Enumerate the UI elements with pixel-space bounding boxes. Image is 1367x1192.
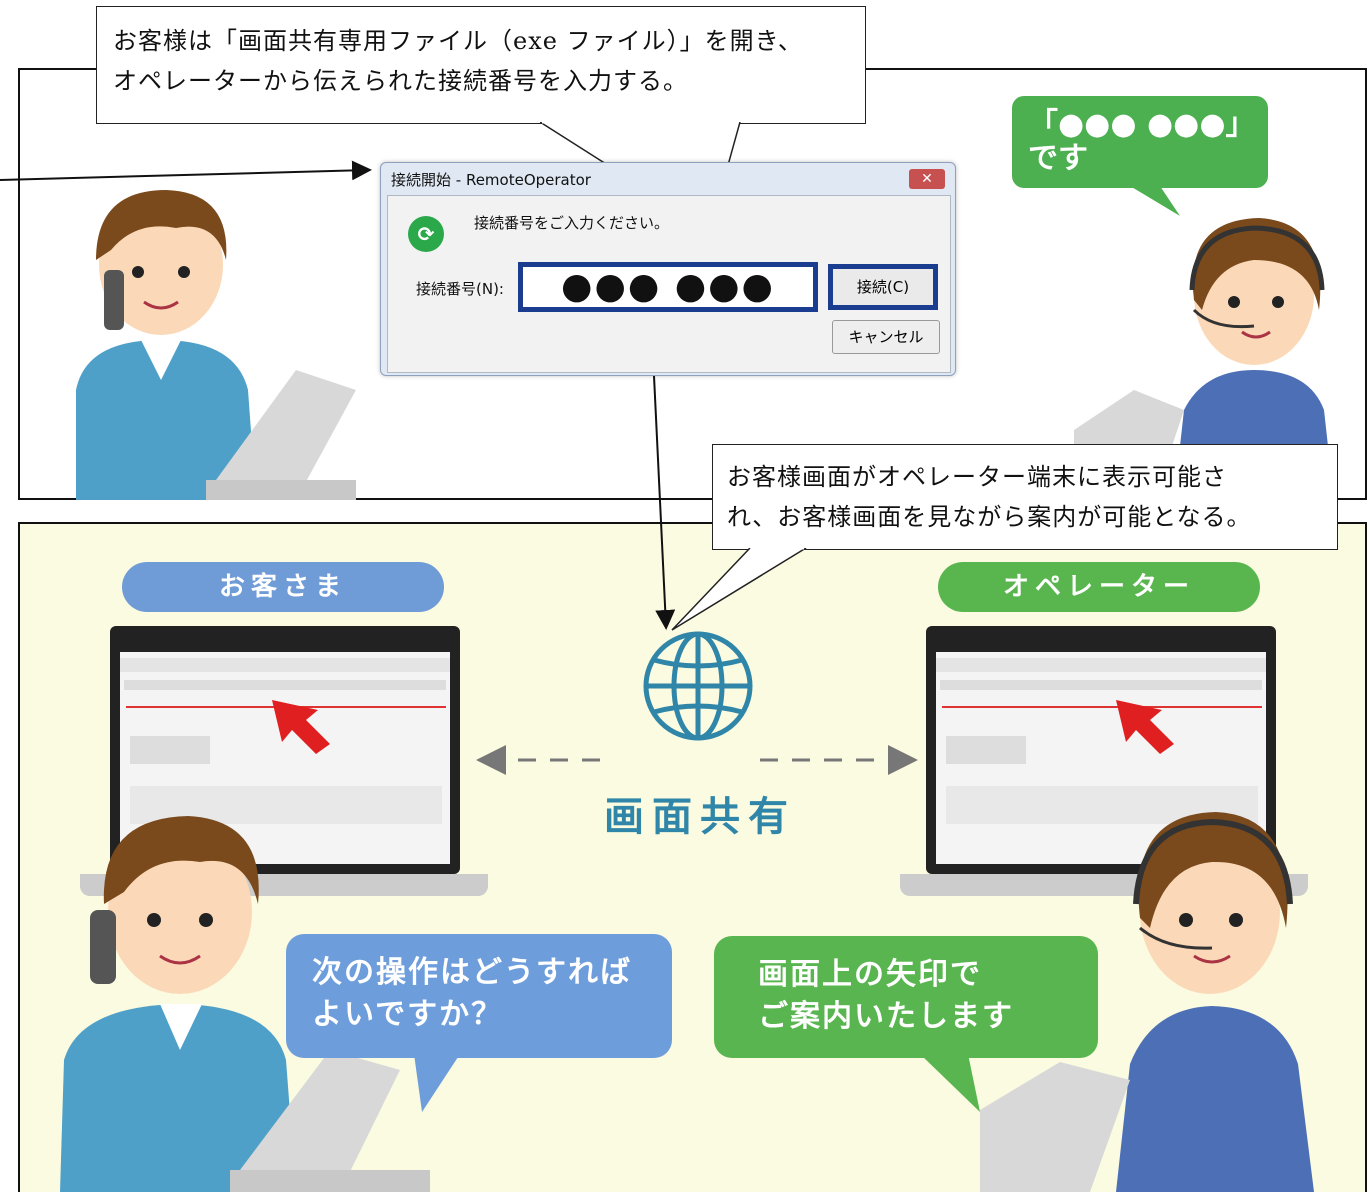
globe-icon — [643, 631, 753, 741]
customer-label: お客さま — [122, 562, 444, 612]
callout-open-exe-line2: オペレーターから伝えられた接続番号を入力する。 — [113, 67, 688, 95]
customer-speech-bubble: 次の操作はどうすれば よいですか？ — [286, 934, 672, 1058]
connection-number-input[interactable]: ●●● ●●● — [518, 262, 818, 312]
callout-screen-visible: お客様画面がオペレーター端末に表示可能さ れ、お客様画面を見ながら案内が可能とな… — [712, 444, 1338, 550]
operator-bubble-top-tail — [1130, 186, 1180, 216]
screen-share-label: 画面共有 — [604, 794, 796, 840]
app-logo-icon: ⟳ — [408, 216, 444, 252]
operator-bubble-tail — [920, 1054, 980, 1112]
operator-bubble-top-line1: 「●●● ●●●」 — [1028, 107, 1256, 142]
operator-speech-line2: ご案内いたします — [758, 999, 1014, 1034]
close-icon[interactable]: ✕ — [909, 169, 945, 189]
dialog-message: 接続番号をご入力ください。 — [474, 214, 670, 232]
cancel-button[interactable]: キャンセル — [832, 320, 940, 354]
operator-bubble-top: 「●●● ●●●」 です — [1012, 96, 1268, 188]
dialog-title: 接続開始 - RemoteOperator — [391, 171, 591, 189]
arrow-to-dialog — [0, 160, 372, 181]
connection-number-label: 接続番号(N): — [416, 280, 504, 298]
operator-person-icon — [980, 812, 1314, 1192]
customer-speech-line1: 次の操作はどうすれば — [312, 955, 632, 990]
operator-speech-line1: 画面上の矢印で — [758, 957, 982, 992]
operator-speech-bubble: 画面上の矢印で ご案内いたします — [714, 936, 1098, 1058]
callout-tail-mid — [671, 548, 807, 631]
customer-speech-line2: よいですか？ — [312, 997, 504, 1032]
connect-button[interactable]: 接続(C) — [828, 264, 938, 310]
operator-bubble-top-line2: です — [1028, 141, 1088, 176]
customer-person-icon — [60, 816, 430, 1192]
dialog-body: ⟳ 接続番号をご入力ください。 接続番号(N): ●●● ●●● 接続(C) キ… — [387, 195, 951, 373]
customer-person-icon — [76, 190, 356, 500]
callout-open-exe-line1: お客様は「画面共有専用ファイル（exe ファイル）」を開き、 — [113, 27, 803, 55]
pointer-arrow-icon — [1116, 700, 1174, 754]
callout-screen-visible-line2: れ、お客様画面を見ながら案内が可能となる。 — [727, 503, 1252, 531]
operator-label: オペレーター — [938, 562, 1260, 612]
callout-open-exe: お客様は「画面共有専用ファイル（exe ファイル）」を開き、 オペレーターから伝… — [96, 6, 866, 124]
connect-dialog: 接続開始 - RemoteOperator ✕ ⟳ 接続番号をご入力ください。 … — [380, 162, 956, 376]
arrow-dialog-to-globe — [653, 375, 676, 630]
callout-screen-visible-line1: お客様画面がオペレーター端末に表示可能さ — [727, 463, 1227, 491]
pointer-arrow-icon — [272, 700, 330, 754]
customer-bubble-tail — [414, 1054, 460, 1112]
